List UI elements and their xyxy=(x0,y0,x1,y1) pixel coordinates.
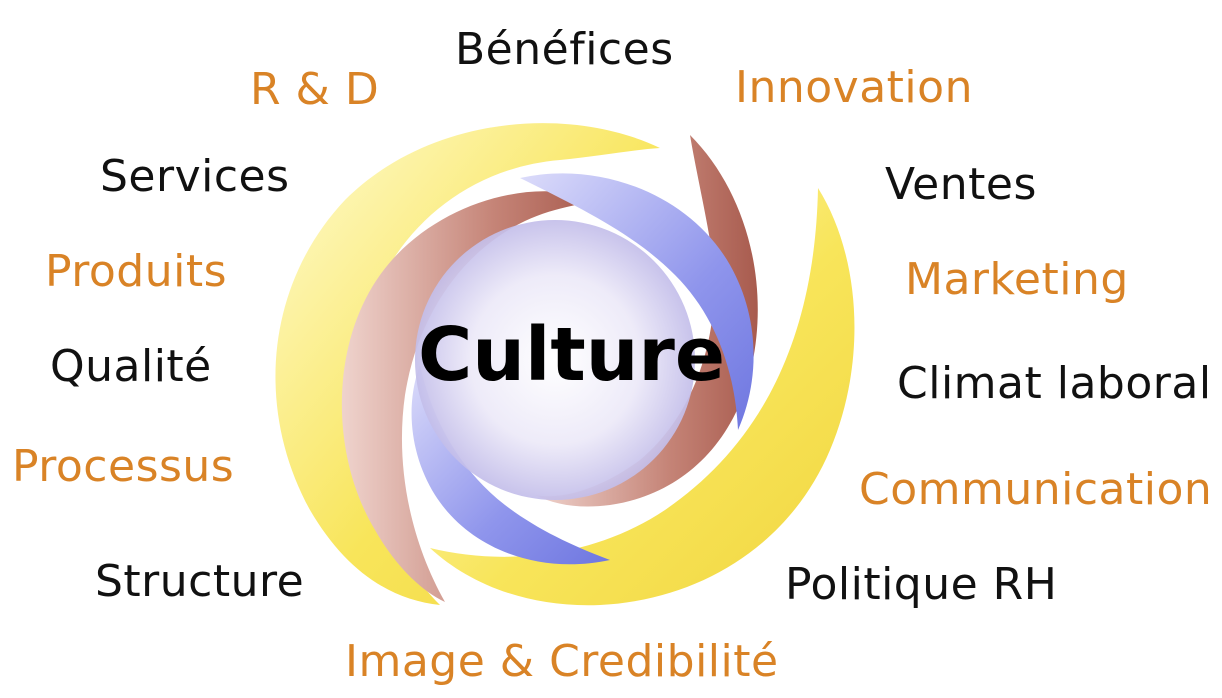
label-r-and-d: R & D xyxy=(250,64,380,115)
middle-swirl-arm-right xyxy=(535,135,758,507)
label-politique-rh: Politique RH xyxy=(785,559,1058,610)
inner-swirl-arm-top xyxy=(520,173,754,430)
label-marketing: Marketing xyxy=(905,254,1129,305)
label-innovation: Innovation xyxy=(735,62,973,113)
label-communication: Communication xyxy=(859,464,1213,515)
label-structure: Structure xyxy=(95,556,305,607)
center-sphere xyxy=(415,220,695,500)
label-benefices: Bénéfices xyxy=(455,24,674,75)
outer-swirl-arm-left xyxy=(275,123,660,606)
label-qualite: Qualité xyxy=(50,341,212,392)
label-processus: Processus xyxy=(12,441,235,492)
label-services: Services xyxy=(100,151,290,202)
middle-swirl-arm-left xyxy=(341,191,595,602)
label-climat-laboral: Climat laboral xyxy=(897,358,1212,409)
inner-swirl-arm-bottom xyxy=(411,365,610,565)
label-ventes: Ventes xyxy=(885,159,1037,210)
label-image-credibilite: Image & Credibilité xyxy=(345,636,779,687)
label-produits: Produits xyxy=(45,246,228,297)
outer-swirl-arm-right xyxy=(430,188,855,606)
center-label-culture: Culture xyxy=(418,312,726,398)
